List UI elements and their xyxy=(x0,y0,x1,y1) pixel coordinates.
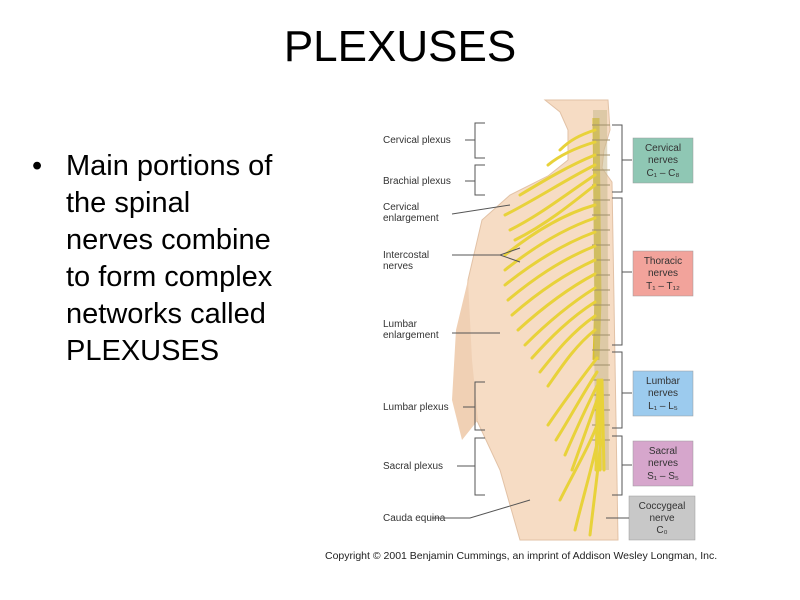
region-lumbar-line: L₁ – L₅ xyxy=(648,401,678,412)
region-sacral-line: nerves xyxy=(648,458,678,469)
label-intercostal-nerves-2: nerves xyxy=(383,261,413,272)
region-lumbar-line: nerves xyxy=(648,388,678,399)
region-coccygeal-line: Coccygeal xyxy=(639,501,686,512)
bullet-marker: • xyxy=(32,150,43,182)
region-box-coccygeal xyxy=(628,495,696,541)
region-thoracic: Thoracic nerves T₁ – T₁₂ xyxy=(632,250,694,297)
arm-silhouette xyxy=(452,280,478,440)
region-box-sacral xyxy=(632,440,694,487)
region-thoracic-line: T₁ – T₁₂ xyxy=(646,281,680,292)
label-brachial-plexus: Brachial plexus xyxy=(383,176,451,187)
region-thoracic-line: Thoracic xyxy=(644,256,682,267)
label-lumbar-enlargement-1: Lumbar xyxy=(383,319,418,330)
region-box-lumbar xyxy=(632,370,694,417)
bullet-text: Main portions of the spinal nerves combi… xyxy=(66,148,272,370)
region-coccygeal-line: C₀ xyxy=(656,525,667,536)
region-coccygeal-line: nerve xyxy=(649,513,674,524)
left-labels: Cervical plexus Brachial plexus Cervical… xyxy=(383,135,451,524)
bullet-line: the spinal xyxy=(66,187,191,219)
bullet-line: PLEXUSES xyxy=(66,335,220,367)
region-cervical-line: C₁ – C₈ xyxy=(646,168,679,179)
region-sacral: Sacral nerves S₁ – S₅ xyxy=(632,440,694,487)
label-cervical-enlargement-2: enlargement xyxy=(383,213,439,224)
label-intercostal-nerves-1: Intercostal xyxy=(383,250,429,261)
spinal-nerves xyxy=(503,128,606,537)
region-box-cervical xyxy=(632,137,694,184)
label-lumbar-plexus: Lumbar plexus xyxy=(383,402,449,413)
label-cauda-equina: Cauda equina xyxy=(383,513,446,524)
region-thoracic-line: nerves xyxy=(648,268,678,279)
label-cervical-plexus: Cervical plexus xyxy=(383,135,451,146)
region-cervical-line: Cervical xyxy=(645,143,681,154)
bullet-line: networks called xyxy=(66,298,266,330)
region-lumbar: Lumbar nerves L₁ – L₅ xyxy=(632,370,694,417)
region-lumbar-line: Lumbar xyxy=(646,376,681,387)
bullet-line: Main portions of xyxy=(66,150,273,182)
bullet-line: nerves combine xyxy=(66,224,271,256)
label-lumbar-enlargement-2: enlargement xyxy=(383,330,439,341)
slide-title: PLEXUSES xyxy=(283,22,517,71)
left-brackets xyxy=(432,122,531,519)
bullet-line: to form complex xyxy=(66,261,273,293)
label-sacral-plexus: Sacral plexus xyxy=(383,461,443,472)
right-brackets xyxy=(612,124,632,496)
region-cervical: Cervical nerves C₁ – C₈ xyxy=(632,137,694,184)
region-box-thoracic xyxy=(632,250,694,297)
label-cervical-enlargement-1: Cervical xyxy=(383,202,419,213)
copyright-text: Copyright © 2001 Benjamin Cummings, an i… xyxy=(325,550,718,562)
region-sacral-line: S₁ – S₅ xyxy=(647,471,679,482)
region-cervical-line: nerves xyxy=(648,155,678,166)
region-sacral-line: Sacral xyxy=(649,446,677,457)
region-coccygeal: Coccygeal nerve C₀ xyxy=(628,495,696,541)
